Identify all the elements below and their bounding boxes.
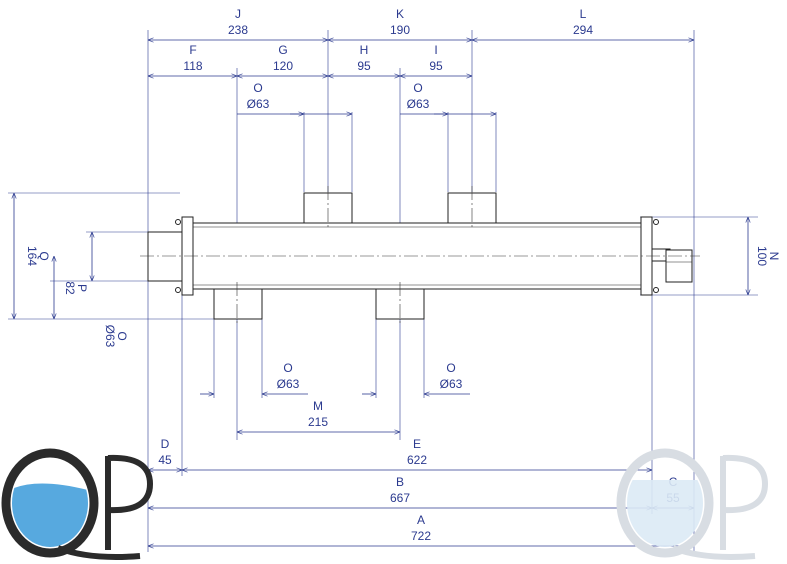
bottom-labels: O Ø63 O Ø63 M 215 D 45 E 622 B 667 C 55 … <box>158 361 680 543</box>
dim-n-value: 100 <box>755 246 769 266</box>
bolt <box>653 219 659 225</box>
dim-d-value: 45 <box>158 453 172 467</box>
bottom-port-2-diameter: Ø63 <box>440 377 463 391</box>
dim-q-letter: Q <box>37 251 51 260</box>
dim-i-value: 95 <box>429 59 443 73</box>
bottom-port-2-letter: O <box>446 361 455 375</box>
dim-k-value: 190 <box>390 23 410 37</box>
qp-logo-right <box>616 448 769 560</box>
dim-i-letter: I <box>434 43 437 57</box>
bottom-port-1-letter: O <box>283 361 292 375</box>
dim-f-value: 118 <box>183 59 202 73</box>
top-dimension-lines <box>148 40 694 114</box>
dim-l-value: 294 <box>573 23 593 37</box>
heat-exchanger-body <box>140 186 700 326</box>
dim-a-value: 722 <box>411 529 431 543</box>
dim-n-letter: N <box>767 252 781 261</box>
dim-b-letter: B <box>396 475 404 489</box>
left-port-diameter: Ø63 <box>103 325 117 348</box>
bottom-dimension-lines <box>148 394 694 546</box>
dim-p-letter: P <box>75 284 89 292</box>
dim-q-value: 164 <box>25 246 39 266</box>
dim-j-value: 238 <box>228 23 248 37</box>
dim-e-letter: E <box>413 437 421 451</box>
top-port-2-letter: O <box>413 81 422 95</box>
bottom-port-1 <box>213 288 263 320</box>
sensor-housing <box>665 249 693 283</box>
dim-l-letter: L <box>580 7 587 21</box>
dim-g-letter: G <box>278 43 287 57</box>
bolt <box>175 287 181 293</box>
dim-m-value: 215 <box>308 415 328 429</box>
qp-logo-left <box>1 448 154 560</box>
dim-h-letter: H <box>360 43 369 57</box>
left-port-letter: O <box>115 331 129 340</box>
bolt <box>175 219 181 225</box>
dim-a-letter: A <box>417 513 425 527</box>
dim-g-value: 120 <box>273 59 293 73</box>
top-port-1-letter: O <box>253 81 262 95</box>
dim-m-letter: M <box>313 399 323 413</box>
dim-d-letter: D <box>161 437 170 451</box>
side-labels: 164 Q 82 P Ø63 O N 100 <box>25 246 781 348</box>
dim-j-letter: J <box>235 7 241 21</box>
dim-k-letter: K <box>396 7 404 21</box>
bottom-port-1-diameter: Ø63 <box>277 377 300 391</box>
dim-e-value: 622 <box>407 453 427 467</box>
top-labels: J 238 K 190 L 294 F 118 G 120 H 95 I 95 … <box>183 7 593 111</box>
top-port-2-diameter: Ø63 <box>407 97 430 111</box>
dim-h-value: 95 <box>357 59 371 73</box>
top-port-1-diameter: Ø63 <box>247 97 270 111</box>
left-inlet <box>147 231 183 282</box>
dim-p-value: 82 <box>63 281 77 295</box>
bolt <box>653 287 659 293</box>
dim-b-value: 667 <box>390 491 410 505</box>
dim-f-letter: F <box>189 43 196 57</box>
side-dimension-lines <box>14 193 748 319</box>
